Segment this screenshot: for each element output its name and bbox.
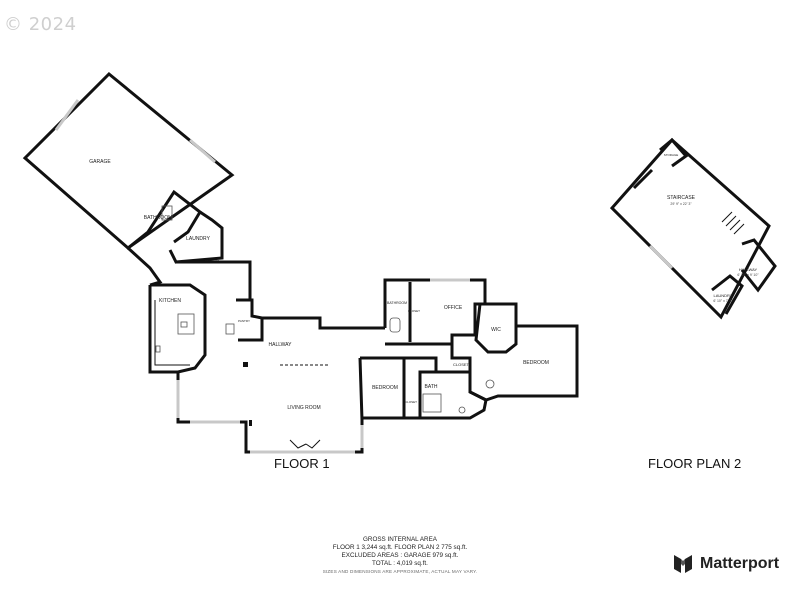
f2-room-label-staircase: STAIRCASE bbox=[667, 195, 696, 201]
bedroom-walls bbox=[360, 356, 406, 420]
f2-room-label-laundry: LAUNDRY bbox=[713, 293, 732, 298]
room-label-garage-bathroom: BATHROOM bbox=[144, 215, 173, 221]
garage-walls bbox=[22, 71, 235, 250]
garage-connector-walls bbox=[126, 246, 163, 287]
living-door-swing-right bbox=[305, 439, 321, 449]
office-walls bbox=[383, 278, 487, 346]
floor-2-plan: STORAGE STAIRCASE 29' 9" x 22' 3" HALLWA… bbox=[609, 137, 777, 320]
f2-dim-staircase: 29' 9" x 22' 3" bbox=[670, 202, 692, 206]
bath-shower bbox=[422, 393, 442, 413]
office-bath-tub bbox=[389, 317, 401, 333]
room-label-laundry: LAUNDRY bbox=[186, 236, 210, 242]
matterport-logo-icon bbox=[674, 555, 692, 573]
room-label-main-bedroom: BEDROOM bbox=[523, 360, 549, 366]
room-label-garage: GARAGE bbox=[89, 159, 111, 165]
room-label-office: OFFICE bbox=[444, 305, 463, 311]
floor-2-title: FLOOR PLAN 2 bbox=[648, 456, 742, 471]
floor-1-plan: GARAGE BATHROOM LAUNDRY STORAGE KITCHEN … bbox=[22, 71, 579, 454]
garage-door-window bbox=[54, 99, 80, 131]
garage-side-window bbox=[189, 138, 216, 164]
f2-laundry-walls bbox=[711, 274, 744, 315]
stair-fixture bbox=[161, 205, 173, 221]
room-label-wic: WIC bbox=[491, 327, 501, 333]
room-label-kitchen: KITCHEN bbox=[159, 298, 181, 304]
f2-hallway-walls bbox=[740, 238, 777, 293]
area-summary-disclaimer: SIZES AND DIMENSIONS ARE APPROXIMATE, AC… bbox=[322, 569, 478, 574]
living-door-swing-left bbox=[289, 439, 307, 449]
living-west-wall bbox=[176, 357, 364, 454]
kitchen-sink bbox=[180, 321, 188, 328]
kitchen-counter bbox=[154, 300, 190, 366]
matterport-brand: Matterport bbox=[672, 553, 779, 575]
stair-treads bbox=[721, 211, 745, 235]
kitchen-range bbox=[155, 345, 161, 353]
f2-dim-laundry: 6' 10" x 7' 3" bbox=[713, 299, 733, 303]
copyright-watermark: © 2024 bbox=[4, 14, 77, 35]
laundry-walls bbox=[168, 210, 224, 264]
area-summary: GROSS INTERNAL AREA FLOOR 1 3,244 sq.ft.… bbox=[260, 536, 540, 576]
f2-west-window bbox=[648, 244, 674, 270]
kitchen-walls bbox=[148, 283, 207, 374]
room-label-pantry: PANTRY bbox=[238, 319, 250, 323]
f2-room-label-hallway: HALLWAY bbox=[739, 267, 758, 272]
area-summary-heading: GROSS INTERNAL AREA bbox=[363, 536, 437, 543]
bath-toilet bbox=[458, 406, 466, 414]
pantry-shelf bbox=[225, 323, 235, 335]
room-label-small-closet: CLOSET bbox=[405, 400, 417, 404]
hallway-north-wall bbox=[262, 316, 385, 330]
bath-east-walls bbox=[420, 370, 488, 420]
area-summary-total: TOTAL : 4,019 sq.ft. bbox=[372, 560, 428, 567]
pantry-walls bbox=[236, 298, 264, 342]
laundry-kitchen-wall bbox=[176, 260, 252, 300]
garage-bathroom-walls bbox=[127, 189, 202, 250]
room-label-living-room: LIVING ROOM bbox=[287, 405, 320, 411]
room-label-bath: BATH bbox=[425, 384, 438, 390]
area-summary-excluded: EXCLUDED AREAS : GARAGE 979 sq.ft. bbox=[341, 552, 459, 559]
floor-1-title: FLOOR 1 bbox=[274, 456, 330, 471]
bath-tub-round bbox=[485, 379, 495, 389]
storage-walls bbox=[659, 137, 689, 168]
chimney bbox=[632, 168, 654, 190]
room-label-office-bathroom: BATHROOM bbox=[387, 301, 407, 305]
room-label-hallway: HALLWAY bbox=[269, 342, 293, 348]
f2-room-label-storage: STORAGE bbox=[664, 153, 679, 157]
room-label-hall-closet: CLOSET bbox=[453, 362, 470, 367]
staircase-room-walls bbox=[609, 137, 771, 320]
room-label-bedroom: BEDROOM bbox=[372, 385, 398, 391]
room-label-office-closet: CLOSET bbox=[408, 309, 420, 313]
column-post-2 bbox=[249, 420, 252, 426]
matterport-wordmark: Matterport bbox=[700, 555, 780, 572]
wic-walls bbox=[474, 302, 518, 354]
column-post bbox=[243, 362, 248, 367]
kitchen-island bbox=[177, 313, 195, 335]
area-summary-floors: FLOOR 1 3,244 sq.ft. FLOOR PLAN 2 775 sq… bbox=[332, 544, 468, 551]
f2-dim-hallway: 6' 10" x 9' 10" bbox=[737, 273, 759, 277]
